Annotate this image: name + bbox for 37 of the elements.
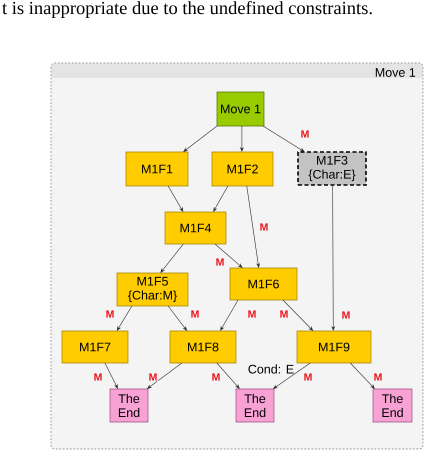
edge-label: M: [372, 372, 384, 382]
edge-label: M: [148, 372, 158, 382]
edge-label: M: [340, 310, 352, 320]
arrow: [216, 362, 240, 389]
edge-label: M: [92, 372, 104, 382]
process-box: M1F6: [230, 268, 298, 300]
arrow: [104, 362, 118, 389]
process-box: M1F4: [164, 212, 226, 244]
edge-label: M: [190, 310, 200, 318]
dashed-box: M1F3 {Char:E}: [297, 151, 367, 186]
process-box: M1F1: [126, 152, 188, 186]
arrow: [220, 300, 238, 331]
text-line: t is inappropriate due to the undefined constraints.: [2, 1, 372, 18]
edge-label: M: [300, 130, 310, 138]
condition-label: Cond: E: [248, 364, 294, 374]
edge-label: M: [246, 310, 258, 318]
edge-label: M: [302, 372, 314, 382]
end-box: The End: [110, 388, 148, 422]
arrow: [213, 186, 228, 212]
process-box: M1F7: [62, 330, 128, 364]
process-box: M1F9: [296, 330, 372, 364]
edge-label: M: [104, 310, 116, 318]
start-box: Move 1: [216, 92, 264, 126]
edge-label: M: [278, 310, 290, 318]
arrow: [116, 306, 132, 331]
process-box: M1F2: [212, 152, 274, 186]
arrow: [168, 186, 184, 212]
edge-label: M: [210, 372, 222, 382]
process-box: M1F8: [170, 330, 236, 364]
end-box: The End: [236, 388, 274, 422]
frame-title: Move 1: [376, 68, 416, 77]
end-box: The End: [372, 388, 412, 422]
process-box: M1F5 {Char:M}: [116, 272, 188, 306]
arrow: [183, 126, 218, 152]
arrow: [350, 362, 375, 389]
edge-label: M: [214, 258, 226, 266]
edge-label: M: [258, 222, 270, 232]
